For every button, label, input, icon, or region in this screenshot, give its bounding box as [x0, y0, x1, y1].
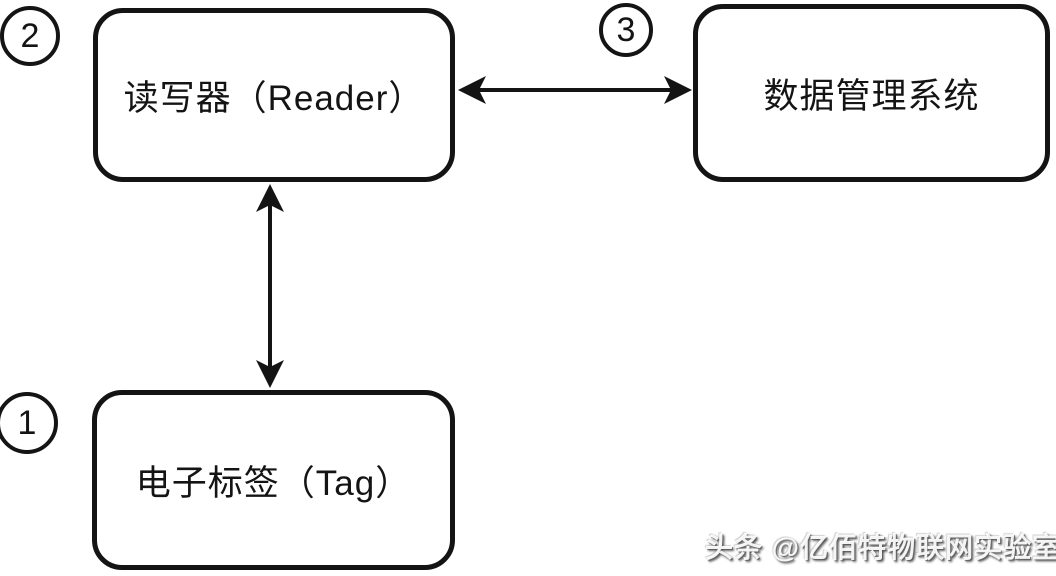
node-tag-label: 电子标签（Tag）	[135, 463, 412, 503]
node-data-management-system: 数据管理系统	[693, 4, 1050, 182]
step-badge-1-number: 1	[17, 403, 37, 442]
step-badge-1: 1	[0, 392, 58, 454]
step-badge-2: 2	[0, 6, 60, 66]
step-badge-2-number: 2	[20, 16, 40, 55]
node-reader-label: 读写器（Reader）	[123, 78, 425, 118]
node-tag: 电子标签（Tag）	[92, 390, 455, 570]
node-reader: 读写器（Reader）	[93, 8, 455, 182]
reader-dms-arrow	[458, 76, 692, 104]
step-badge-3-number: 3	[616, 10, 636, 49]
step-badge-3: 3	[599, 3, 653, 57]
watermark: 头条 @亿佰特物联网实验室	[705, 532, 1056, 563]
node-data-management-system-label: 数据管理系统	[763, 76, 980, 116]
reader-tag-arrow	[256, 184, 284, 388]
